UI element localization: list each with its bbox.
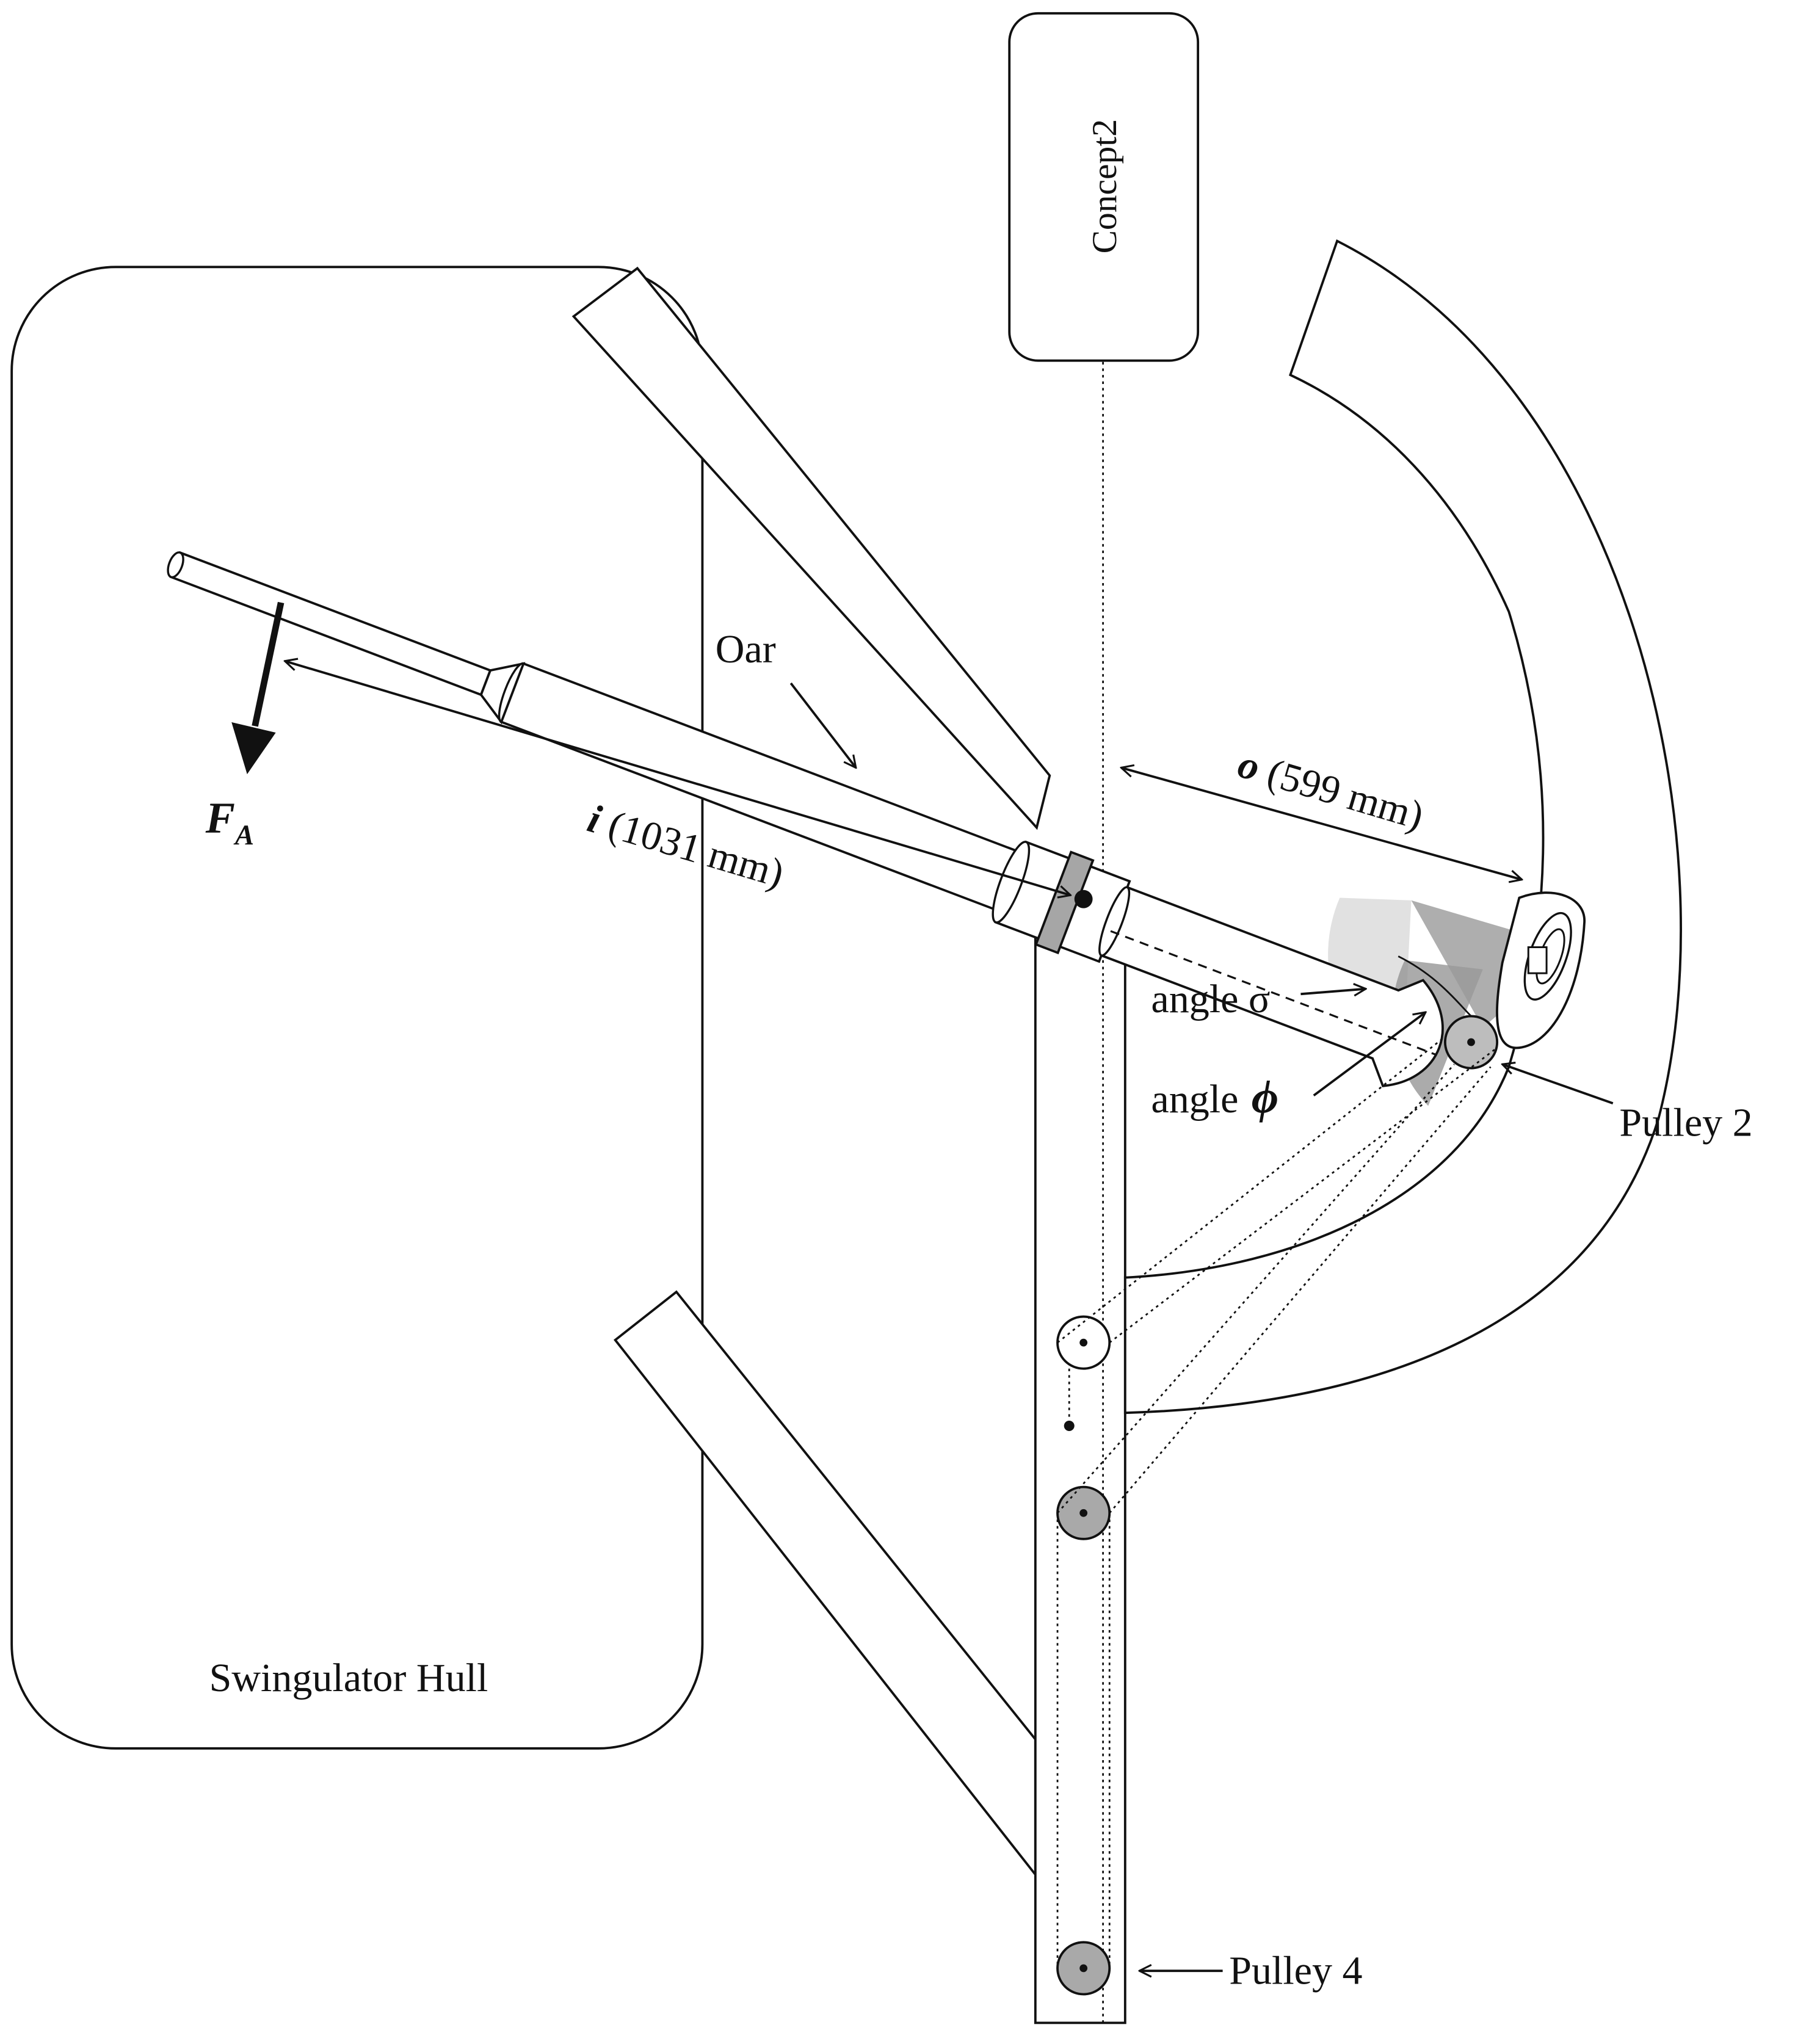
oarlock-pin	[1074, 890, 1093, 908]
cable-anchor	[1064, 1420, 1075, 1432]
concept2-box	[1008, 12, 1200, 362]
pulley-2-label: Pulley 2	[1619, 1100, 1752, 1145]
angle-phi-pointer	[1313, 1012, 1426, 1096]
gate-arm	[1123, 239, 1682, 1415]
cable-lines	[1056, 1035, 1496, 1968]
hull-outline	[10, 266, 704, 1750]
outboard-label: o(599 mm)	[1233, 742, 1429, 839]
force-arrow-shaft	[252, 601, 285, 727]
lower-strut	[614, 1290, 1037, 1879]
vertical-rail	[1034, 925, 1126, 2024]
outboard-dimension-arrow	[1121, 768, 1521, 880]
oar-pointer	[789, 682, 856, 767]
force-arrow-head	[231, 722, 276, 775]
angle-sigma-label: angle σ	[1151, 977, 1270, 1021]
pulley-2-pointer	[1503, 1064, 1614, 1104]
hull-label: Swingulator Hull	[209, 1656, 488, 1700]
pulley-4-label: Pulley 4	[1229, 1948, 1362, 1993]
angle-sigma-pointer	[1300, 989, 1366, 995]
force-label: FA	[205, 793, 255, 851]
oar-label: Oar	[716, 627, 776, 672]
oar-handle	[169, 551, 492, 697]
oar-end-plate	[1496, 891, 1586, 1049]
oar-outer-section	[1100, 885, 1444, 1087]
concept2-label: Concept2	[1086, 119, 1124, 253]
inboard-dimension-arrow	[285, 661, 1071, 895]
